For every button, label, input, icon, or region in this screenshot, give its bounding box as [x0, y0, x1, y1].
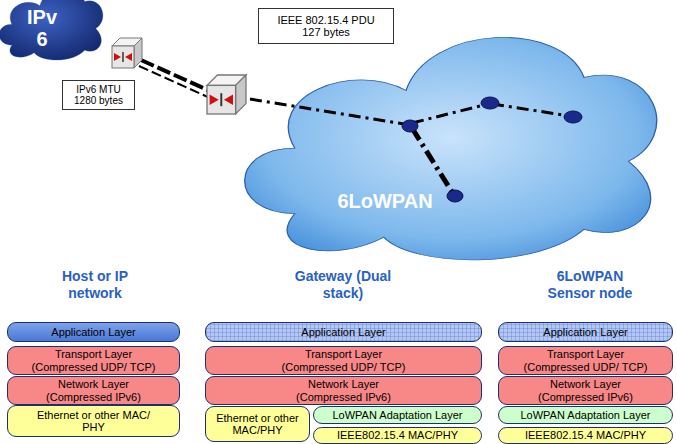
network-layer: Network Layer (Compressed IPv6) — [205, 376, 482, 405]
mac-phy-layer: Ethernet or other MAC/PHY — [205, 406, 310, 442]
layer-label: Network Layer (Compressed IPv6) — [518, 378, 653, 402]
cloud-label: IPv 6 — [22, 6, 62, 50]
cloud-shape — [0, 0, 103, 60]
layer-label: Ethernet or other MAC/ PHY — [34, 409, 154, 433]
radio-link — [412, 104, 488, 123]
layer-label: Ethernet or other MAC/PHY — [210, 412, 305, 436]
layer-label: Transport Layer (Compressed UDP/ TCP) — [276, 348, 411, 372]
sensor-node — [564, 111, 582, 123]
transport-layer: Transport Layer (Compressed UDP/ TCP) — [7, 346, 180, 375]
pdu-callout-box: IEEE 802.15.4 PDU 127 bytes — [258, 8, 394, 44]
adaptation-layer: LoWPAN Adaptation Layer — [313, 406, 482, 424]
adaptation-layer: LoWPAN Adaptation Layer — [498, 406, 673, 424]
column-heading: 6LoWPAN Sensor node — [538, 268, 643, 302]
ieee-mac-phy-layer: IEEE802.15.4 MAC/PHY — [498, 427, 673, 444]
sensor-node — [447, 190, 463, 202]
application-layer: Application Layer — [498, 322, 673, 342]
sensor-node — [402, 120, 418, 132]
transport-layer: Transport Layer (Compressed UDP/ TCP) — [205, 346, 482, 375]
backbone-link — [139, 66, 210, 98]
layer-label: Transport Layer (Compressed UDP/ TCP) — [26, 348, 161, 372]
backbone-link — [141, 60, 212, 92]
layer-label: IEEE802.15.4 MAC/PHY — [503, 429, 668, 441]
radio-link — [492, 104, 570, 116]
column-heading: Gateway (Dual stack) — [286, 268, 401, 302]
radio-link — [250, 99, 404, 124]
layer-label: IPv6 MTU 1280 bytes — [69, 84, 129, 106]
radio-link — [412, 128, 452, 192]
cloud-shape — [245, 37, 657, 259]
cloud-outline — [228, 4, 673, 266]
layer-label: Network Layer (Compressed IPv6) — [26, 378, 161, 402]
mac-phy-layer: Ethernet or other MAC/ PHY — [7, 405, 180, 437]
sensor-node — [481, 97, 499, 109]
network-layer: Network Layer (Compressed IPv6) — [7, 376, 180, 405]
application-layer: Application Layer — [205, 322, 482, 342]
network-layer: Network Layer (Compressed IPv6) — [498, 376, 673, 405]
application-layer: Application Layer — [7, 322, 180, 342]
gateway-router-icon — [207, 75, 246, 114]
ieee-mac-phy-layer: IEEE802.15.4 MAC/PHY — [313, 427, 482, 444]
layer-label: Application Layer — [269, 326, 419, 338]
layer-label: IEEE 802.15.4 PDU 127 bytes — [274, 14, 379, 38]
layer-label: Application Layer — [19, 326, 169, 338]
column-heading: Host or IP network — [45, 268, 145, 302]
layer-label: LoWPAN Adaptation Layer — [503, 409, 668, 421]
layer-label: Application Layer — [511, 326, 661, 338]
layer-label: Network Layer (Compressed IPv6) — [276, 378, 411, 402]
lowpan-cloud: 6LoWPAN — [228, 4, 673, 266]
ipv6-cloud: IPv 6 — [0, 0, 107, 62]
layer-label: LoWPAN Adaptation Layer — [318, 409, 478, 421]
layer-label: Transport Layer (Compressed UDP/ TCP) — [518, 348, 653, 372]
mtu-callout-box: IPv6 MTU 1280 bytes — [62, 80, 135, 110]
cloud-label: 6LoWPAN — [325, 190, 445, 212]
router-icon — [112, 38, 142, 68]
layer-label: IEEE802.15.4 MAC/PHY — [318, 429, 478, 441]
transport-layer: Transport Layer (Compressed UDP/ TCP) — [498, 346, 673, 375]
